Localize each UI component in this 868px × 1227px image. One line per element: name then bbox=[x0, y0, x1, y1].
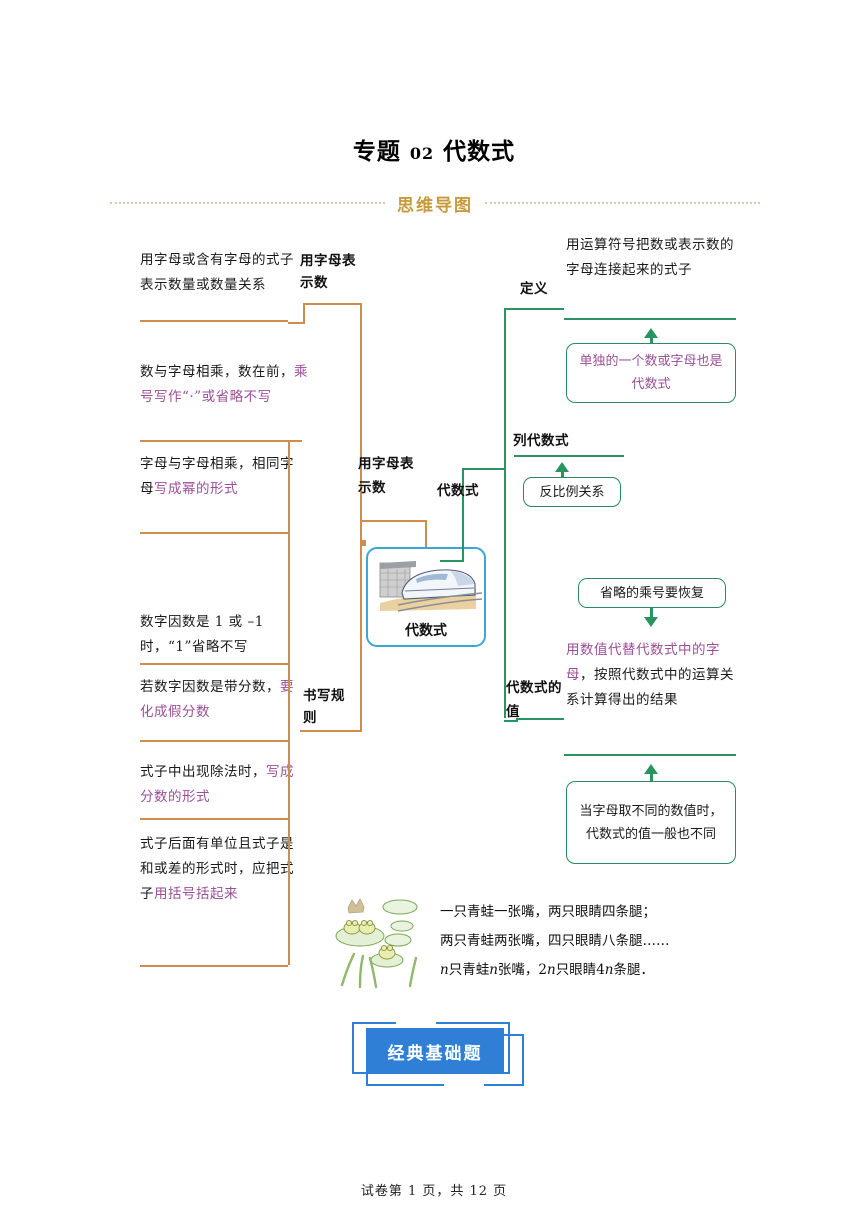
left-item-7-text: 式子后面有单位且式子是和或差的形式时，应把式子用括号括起来 bbox=[140, 836, 294, 902]
value-note-top-box: 省略的乘号要恢复 bbox=[578, 578, 726, 608]
title-number: 02 bbox=[409, 144, 435, 163]
section-banner[interactable]: 经典基础题 bbox=[352, 1020, 524, 1088]
connector-corner-1 bbox=[288, 305, 305, 324]
section-subtitle: 思维导图 bbox=[397, 195, 473, 216]
left-item-6-text: 式子中出现除法时，写成分数的形式 bbox=[140, 764, 294, 805]
writing-rules-stub bbox=[300, 730, 362, 733]
value-label: 代数式的值 bbox=[506, 680, 562, 720]
center-node-caption: 代数式 bbox=[405, 623, 447, 639]
list-expression-label: 列代数式 bbox=[513, 433, 569, 449]
left-item-4-underline bbox=[140, 663, 288, 666]
right-spine bbox=[504, 308, 507, 718]
definition-connector bbox=[516, 308, 564, 311]
frogs-on-lilypads-illustration bbox=[335, 898, 418, 989]
value-corner bbox=[504, 706, 518, 722]
writing-rules-spine bbox=[288, 440, 291, 965]
center-node-card[interactable]: 代数式 bbox=[366, 547, 486, 647]
riddle-line-1: 一只青蛙一张嘴，两只眼睛四条腿； bbox=[440, 904, 656, 920]
right-trunk-vertical bbox=[462, 470, 465, 560]
definition-text: 用运算符号把数或表示数的字母连接起来的式子 bbox=[566, 237, 734, 278]
value-note-bottom-box: 当字母取不同的数值时，代数式的值一般也不同 bbox=[566, 781, 736, 864]
left-item-1-underline bbox=[140, 320, 288, 323]
writing-rules-label: 书写规则 bbox=[303, 688, 345, 726]
definition-note-arrow-icon bbox=[644, 328, 658, 338]
right-trunk-label: 代数式 bbox=[437, 483, 479, 499]
left-item-6-underline bbox=[140, 818, 288, 821]
definition-note-stem bbox=[650, 336, 653, 346]
value-note-bottom-arrow-icon bbox=[644, 764, 658, 774]
list-expression-note-box: 反比例关系 bbox=[523, 477, 621, 507]
left-item-3-text: 字母与字母相乘，相同字母写成幂的形式 bbox=[140, 456, 294, 497]
page-footer: 试卷第 1 页，共 12 页 bbox=[360, 1184, 508, 1199]
left-item-7-underline bbox=[140, 965, 288, 968]
left-item-3-underline bbox=[140, 532, 288, 535]
list-expression-arrow-icon bbox=[555, 462, 569, 472]
left-item-2-text: 数与字母相乘，数在前，乘号写作“·”或省略不写 bbox=[140, 364, 308, 405]
page-title: 专题 02 代数式 bbox=[0, 132, 868, 166]
right-trunk-card-link bbox=[440, 560, 464, 563]
banner-notch-bottom bbox=[444, 1082, 484, 1088]
left-trunk-lower bbox=[360, 505, 363, 555]
list-expression-stem bbox=[561, 470, 564, 478]
left-trunk-to-card-h bbox=[360, 520, 427, 523]
list-expression-underline bbox=[514, 455, 624, 458]
left-trunk-label: 用字母表示数 bbox=[358, 456, 414, 496]
left-item-5-underline bbox=[140, 740, 288, 743]
left-item-5-text: 若数字因数是带分数，要化成假分数 bbox=[140, 679, 294, 720]
riddle-line-2: 两只青蛙两张嘴，四只眼睛八条腿…… bbox=[440, 933, 670, 949]
value-note-top-arrow-icon bbox=[644, 617, 658, 627]
left-trunk-into-card bbox=[425, 520, 428, 548]
dotted-rule-right bbox=[485, 201, 760, 205]
left-item-2-underline bbox=[140, 440, 288, 443]
writing-rules-corner-top bbox=[288, 440, 302, 456]
definition-label: 定义 bbox=[520, 281, 548, 297]
left-item-1-text: 用字母或含有字母的式子表示数量或数量关系 bbox=[140, 252, 294, 293]
value-text: 用数值代替代数式中的字母，按照代数式中的运算关系计算得出的结果 bbox=[566, 642, 734, 708]
value-note-bottom-stem bbox=[650, 772, 653, 782]
left-item-4-text: 数字因数是 1 或 –1 时，“1”省略不写 bbox=[140, 614, 264, 655]
banner-notch-top bbox=[396, 1020, 436, 1026]
definition-underline bbox=[564, 318, 736, 321]
value-connector bbox=[516, 718, 564, 721]
title-main: 专题 bbox=[352, 138, 401, 165]
frog-riddle-text: 一只青蛙一张嘴，两只眼睛四条腿； 两只青蛙两张嘴，四只眼睛八条腿…… n只青蛙n… bbox=[440, 898, 760, 985]
right-trunk-top-h bbox=[462, 468, 504, 471]
definition-corner bbox=[504, 308, 518, 324]
definition-note-box: 单独的一个数或字母也是代数式 bbox=[566, 343, 736, 403]
section-subtitle-row: 思维导图 bbox=[110, 190, 760, 216]
dotted-rule-left bbox=[110, 201, 385, 205]
left-branch-top-label: 用字母表示数 bbox=[300, 253, 356, 291]
connector-h-1 bbox=[303, 303, 361, 306]
value-underline bbox=[564, 754, 736, 757]
connector-v-1 bbox=[303, 305, 306, 322]
value-note-top-stem bbox=[650, 608, 653, 618]
title-topic: 代数式 bbox=[443, 138, 516, 165]
riddle-line-3: n只青蛙n张嘴，2n只眼睛4n条腿． bbox=[440, 962, 654, 978]
high-speed-train-icon bbox=[379, 561, 483, 612]
banner-label[interactable]: 经典基础题 bbox=[366, 1028, 504, 1074]
left-trunk-elbow bbox=[360, 540, 366, 546]
